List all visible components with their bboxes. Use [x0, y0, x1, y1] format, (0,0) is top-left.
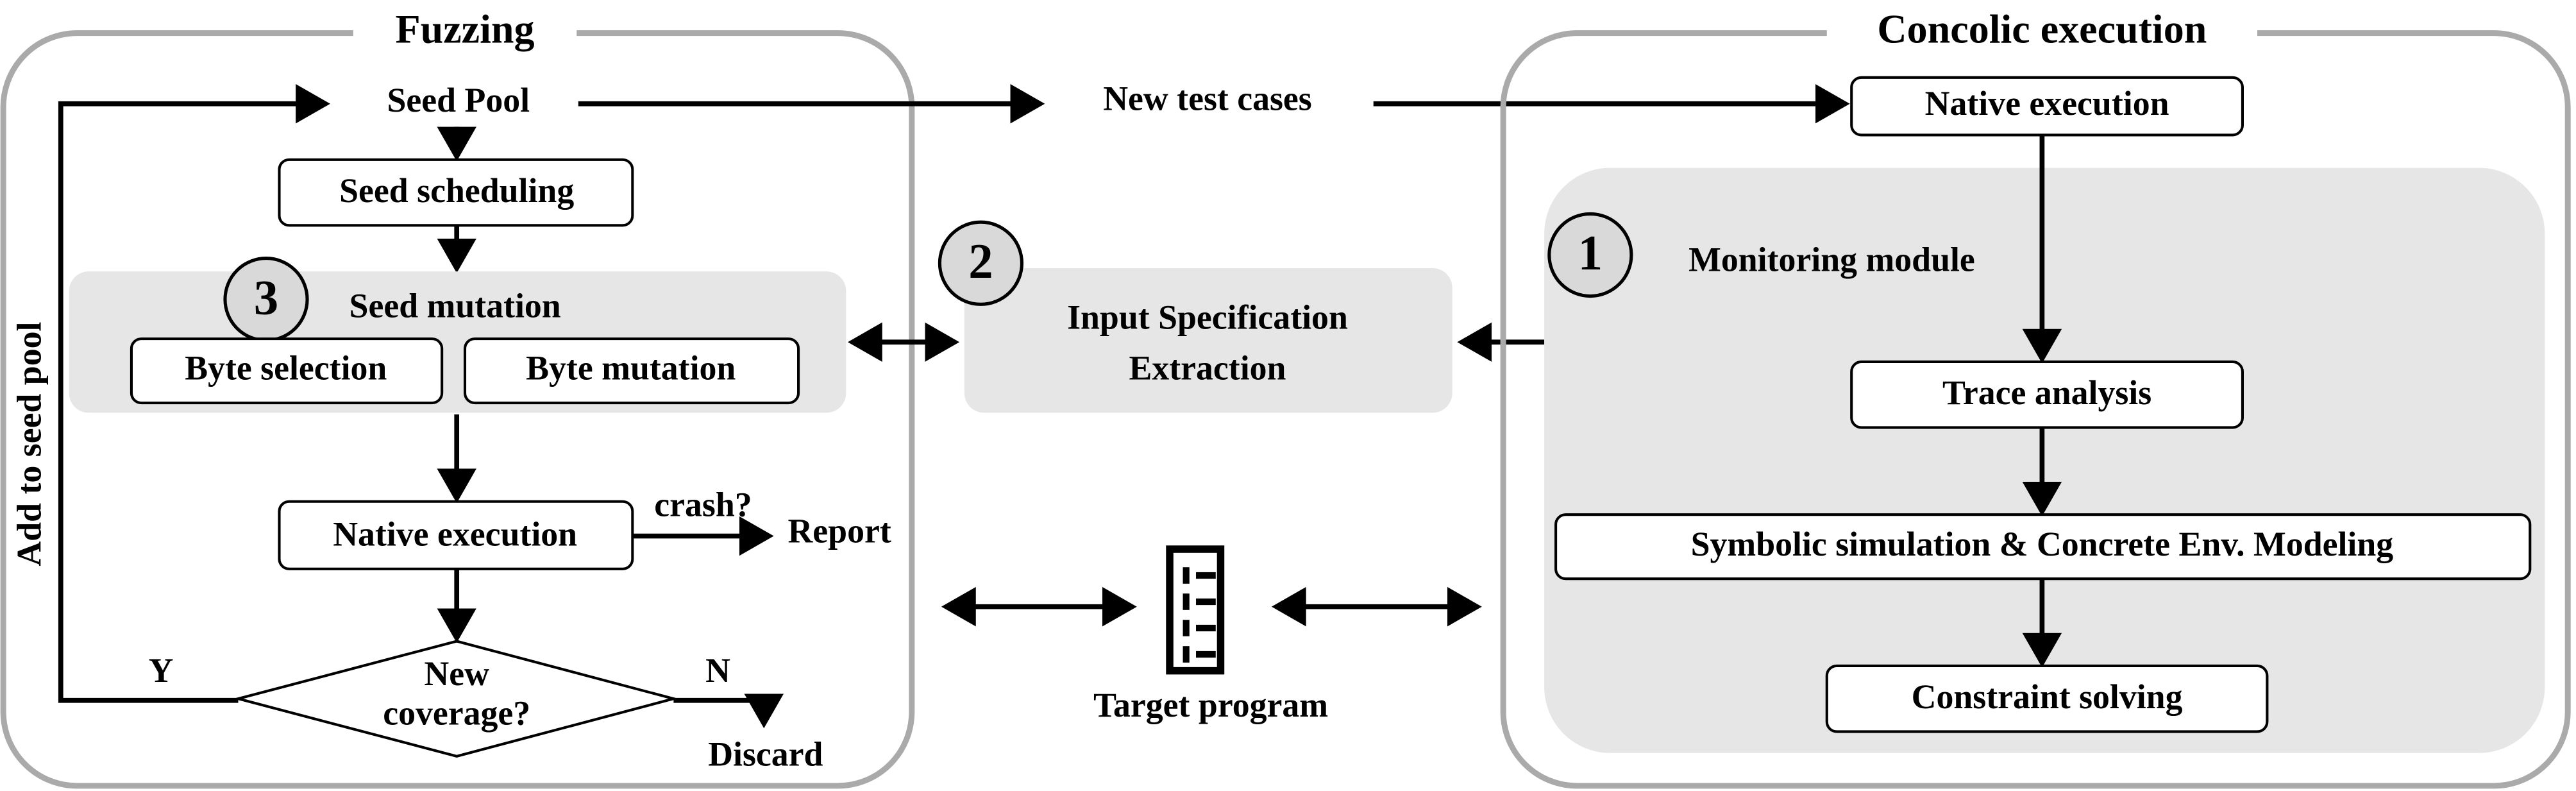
module-number: 3: [254, 270, 278, 325]
module-number-circle: [1547, 212, 1633, 298]
loop-arrow: [58, 84, 330, 703]
byte-mutation-label: Byte mutation: [526, 349, 736, 387]
fuzzing-panel: Fuzzing Seed Pool Seed scheduling 3 Seed…: [0, 6, 915, 789]
document-list-icon: [1166, 545, 1225, 675]
constraint-solving-box: [1825, 664, 2269, 733]
arrow: [673, 693, 784, 729]
byte-mutation-box: [463, 337, 800, 405]
byte-selection-box: [130, 337, 444, 405]
native-execution-label: Native execution: [1925, 84, 2169, 123]
module-number: 1: [1578, 226, 1603, 280]
report-label: Report: [787, 511, 891, 550]
no-label: N: [705, 651, 730, 690]
native-execution-box: [1850, 76, 2244, 137]
concolic-panel: Concolic execution Native execution 1 Mo…: [1500, 6, 2571, 789]
fuzzing-title: Fuzzing: [396, 6, 535, 51]
decision-line1: New: [424, 654, 489, 693]
monitoring-module-label: Monitoring module: [1688, 241, 1975, 279]
add-to-seed-pool-label: Add to seed pool: [10, 322, 49, 566]
input-spec-line2: Extraction: [1129, 349, 1286, 387]
trace-analysis-box: [1850, 360, 2244, 429]
input-spec-line1: Input Specification: [1067, 298, 1348, 336]
native-execution-label: Native execution: [333, 515, 577, 553]
seed-scheduling-label: Seed scheduling: [339, 171, 574, 210]
concolic-title: Concolic execution: [1877, 6, 2207, 51]
seed-mutation-label: Seed mutation: [349, 286, 561, 325]
crash-label: crash?: [654, 485, 752, 523]
decision-line2: coverage?: [383, 694, 530, 733]
constraint-solving-label: Constraint solving: [1912, 677, 2183, 716]
input-spec-module: [964, 268, 1452, 413]
target-program-label: Target program: [1093, 686, 1328, 724]
new-test-cases-label: New test cases: [1103, 80, 1312, 118]
symbolic-simulation-label: Symbolic simulation & Concrete Env. Mode…: [1691, 525, 2394, 563]
discard-label: Discard: [708, 735, 823, 774]
byte-selection-label: Byte selection: [185, 349, 387, 387]
module-number: 2: [968, 234, 993, 289]
yes-label: Y: [149, 651, 174, 690]
middle-section: New test cases 2 Input Specification Ext…: [578, 80, 1850, 724]
trace-analysis-label: Trace analysis: [1942, 373, 2151, 412]
seed-pool-label: Seed Pool: [387, 81, 530, 119]
module-number-circle: [938, 220, 1024, 306]
